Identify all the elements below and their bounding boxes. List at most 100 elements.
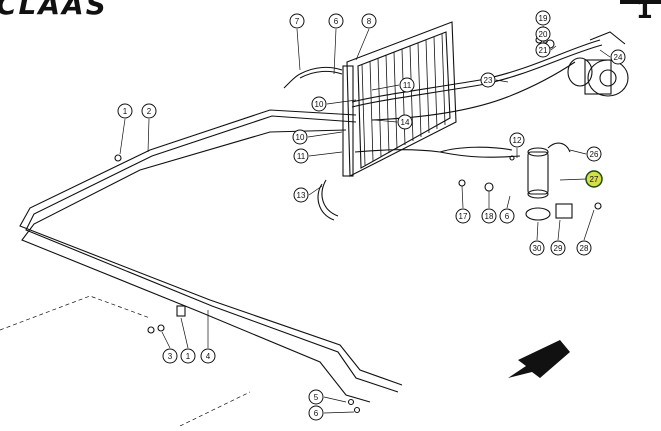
callout-number: 2 [147, 107, 152, 116]
callout-6: 6 [499, 208, 515, 224]
callout-circle [361, 13, 377, 29]
arrow-down-left-icon [508, 340, 570, 378]
callout-circle [586, 146, 602, 162]
callout-circle [585, 170, 603, 188]
callout-14: 14 [397, 114, 413, 130]
callout-leader [180, 317, 189, 349]
callout-number: 14 [401, 118, 410, 127]
callout-12: 12 [509, 132, 525, 148]
callout-number: 1 [186, 352, 191, 361]
callout-1: 1 [117, 103, 133, 119]
callout-number: 30 [533, 244, 542, 253]
callout-number: 1 [123, 107, 128, 116]
callout-number: 8 [367, 17, 372, 26]
callout-leader [506, 195, 511, 209]
callout-number: 6 [334, 17, 339, 26]
callout-2: 2 [141, 103, 157, 119]
callout-8: 8 [361, 13, 377, 29]
callout-11: 11 [293, 148, 309, 164]
callout-leader [307, 131, 343, 138]
callout-number: 27 [590, 175, 599, 184]
callout-6: 6 [328, 13, 344, 29]
callout-number: 21 [539, 46, 548, 55]
callout-24: 24 [610, 49, 626, 65]
callout-circle [289, 13, 305, 29]
callout-leader [308, 185, 323, 196]
callout-leader [323, 411, 355, 414]
callout-number: 23 [484, 76, 493, 85]
callout-5: 5 [308, 389, 324, 405]
callout-circle [455, 208, 471, 224]
callout-circle [397, 114, 413, 130]
callout-number: 4 [206, 352, 211, 361]
callout-circle [200, 348, 216, 364]
reference-lines [0, 295, 251, 427]
header-rule [620, 0, 661, 4]
callout-leader [569, 149, 587, 155]
callout-leader [557, 219, 561, 241]
callout-circle [481, 208, 497, 224]
callout-circle [399, 77, 415, 93]
callout-leader [559, 178, 587, 181]
callout-7: 7 [289, 13, 305, 29]
callout-circle [308, 389, 324, 405]
callout-18: 18 [481, 208, 497, 224]
callout-number: 13 [297, 191, 306, 200]
callout-circle [308, 405, 324, 421]
callout-19: 19 [535, 10, 551, 26]
callout-leader [161, 331, 171, 349]
callout-3: 3 [162, 348, 178, 364]
callout-1: 1 [180, 348, 196, 364]
callout-30: 30 [529, 240, 545, 256]
callout-number: 24 [614, 53, 623, 62]
callout-circle [610, 49, 626, 65]
callout-number: 6 [505, 212, 510, 221]
callout-circle [293, 148, 309, 164]
callout-number: 7 [295, 17, 300, 26]
callout-circle [293, 187, 309, 203]
callout-number: 11 [403, 81, 412, 90]
callout-leader [119, 118, 126, 155]
callout-number: 26 [590, 150, 599, 159]
callout-11: 11 [399, 77, 415, 93]
callout-number: 12 [513, 136, 522, 145]
page-number: 1 [636, 0, 653, 24]
callout-leader [461, 185, 464, 209]
callout-number: 29 [554, 244, 563, 253]
receiver-drier [525, 142, 573, 221]
condenser [342, 21, 457, 177]
callout-29: 29 [550, 240, 566, 256]
callout-number: 18 [485, 212, 494, 221]
callout-leader [147, 118, 150, 153]
callout-20: 20 [535, 26, 551, 42]
callout-circle [535, 10, 551, 26]
callout-10: 10 [292, 129, 308, 145]
callout-circle [576, 240, 592, 256]
callout-4: 4 [200, 348, 216, 364]
callout-13: 13 [293, 187, 309, 203]
callout-10: 10 [311, 96, 327, 112]
compressor [567, 31, 629, 97]
callout-number: 20 [539, 30, 548, 39]
callout-leader [583, 209, 595, 241]
callout-26: 26 [586, 146, 602, 162]
callout-leader [296, 28, 301, 71]
callout-21: 21 [535, 42, 551, 58]
callout-number: 19 [539, 14, 548, 23]
callout-27: 27 [585, 170, 603, 188]
callout-leader [374, 119, 398, 123]
callout-circle [162, 348, 178, 364]
callout-circle [509, 132, 525, 148]
callout-circle [180, 348, 196, 364]
callout-number: 3 [168, 352, 173, 361]
callout-number: 10 [315, 100, 324, 109]
callout-circle [328, 13, 344, 29]
callout-leader [495, 79, 509, 83]
callout-circle [292, 129, 308, 145]
callout-circle [550, 240, 566, 256]
callout-28: 28 [576, 240, 592, 256]
callout-leader [333, 28, 337, 75]
callout-leader [599, 49, 611, 58]
